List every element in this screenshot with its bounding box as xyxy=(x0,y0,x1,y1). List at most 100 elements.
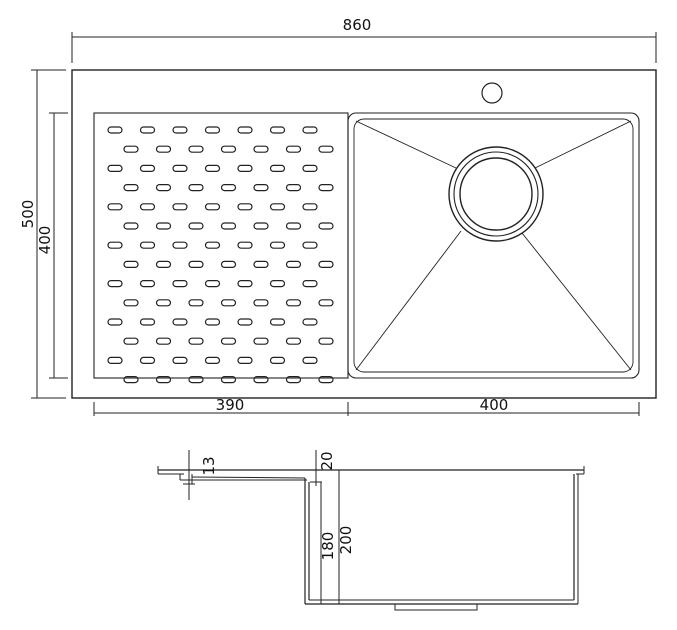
drainer-slot xyxy=(220,260,237,268)
drainer-slot xyxy=(269,318,286,326)
drainer-slot xyxy=(204,241,221,249)
drainer-slot xyxy=(155,299,172,307)
tap-hole xyxy=(481,82,503,104)
drainer-slot xyxy=(107,203,123,211)
drainer-slot xyxy=(188,222,204,230)
dim-label-500: 500 xyxy=(19,200,37,229)
drainer-slot xyxy=(318,222,334,230)
drainer-slot xyxy=(220,145,237,153)
drainer-slot xyxy=(237,241,253,249)
drainer-slot xyxy=(253,145,269,153)
drain-ring xyxy=(453,151,539,237)
drainer-slot xyxy=(123,337,139,345)
drainer-slot xyxy=(139,318,156,326)
drainer-slot xyxy=(172,356,188,364)
drainer-slot xyxy=(139,203,156,211)
drainer-slot xyxy=(220,337,237,345)
drainer-slot xyxy=(123,260,139,268)
drainer-slot xyxy=(220,299,237,307)
drainer-slot xyxy=(302,203,318,211)
drainer-slot xyxy=(139,280,156,288)
drainer-slot xyxy=(188,337,204,345)
bowl-slope-line xyxy=(355,120,457,169)
drainer-slot xyxy=(123,376,139,384)
drainer-slot xyxy=(188,145,204,153)
drainer-slot xyxy=(188,299,204,307)
drainer-slot xyxy=(155,145,172,153)
drainer-slot xyxy=(237,318,253,326)
drainer-slot xyxy=(302,164,318,172)
drainer-slot xyxy=(220,222,237,230)
drainer-slot xyxy=(107,280,123,288)
drainer-slot xyxy=(318,260,334,268)
drainer-slot xyxy=(123,145,139,153)
dimension-depth-200: 200 xyxy=(337,470,355,604)
dim-label-390: 390 xyxy=(216,396,245,414)
dimension-bowl-rim: 20 xyxy=(310,450,336,486)
drainer-slot xyxy=(318,376,334,384)
bowl-slope-line xyxy=(355,230,462,371)
drainer-slot xyxy=(285,184,302,192)
dimension-bowl-width: 400 xyxy=(348,396,640,416)
dim-label-13: 13 xyxy=(200,456,218,475)
drainer-slot xyxy=(285,299,302,307)
drainer-slot xyxy=(253,260,269,268)
drainer-slot xyxy=(237,280,253,288)
drainer-slot xyxy=(237,126,253,134)
drainer-slot xyxy=(269,164,286,172)
drainer-slot xyxy=(172,126,188,134)
drainer-slot xyxy=(220,376,237,384)
dim-label-200: 200 xyxy=(337,526,355,555)
bowl-slope-line xyxy=(521,232,632,371)
dimension-rim-height: 13 xyxy=(183,450,218,500)
drainer-slot xyxy=(302,318,318,326)
dim-label-180: 180 xyxy=(319,532,337,561)
drainer-slot xyxy=(107,318,123,326)
drainer-slot xyxy=(139,164,156,172)
drainer-slot xyxy=(188,376,204,384)
dim-label-400-vertical: 400 xyxy=(36,226,54,255)
drainer-slot xyxy=(172,203,188,211)
drainer-slot xyxy=(269,203,286,211)
drainer-slot xyxy=(139,126,156,134)
drainer-slot xyxy=(318,337,334,345)
drainer-slot xyxy=(318,145,334,153)
drainer-slot xyxy=(172,318,188,326)
drainer-slot xyxy=(285,376,302,384)
drainer-slot xyxy=(269,126,286,134)
dim-label-400-horizontal: 400 xyxy=(480,396,509,414)
drainer-slot xyxy=(204,280,221,288)
dim-label-860: 860 xyxy=(343,16,372,34)
drainer-slot xyxy=(220,184,237,192)
drainer-slot xyxy=(253,299,269,307)
drainer-slot xyxy=(172,164,188,172)
section-view: 13 20 180 200 xyxy=(157,450,585,611)
sink-outline xyxy=(71,69,657,399)
drainer-slot xyxy=(318,184,334,192)
drainer-slot xyxy=(285,145,302,153)
drainer-slot xyxy=(107,164,123,172)
drainer-slot xyxy=(302,356,318,364)
drainer-slot xyxy=(123,184,139,192)
dimension-overall-depth: 500 xyxy=(19,69,66,399)
drainer-slot xyxy=(155,337,172,345)
drainer-slot xyxy=(253,337,269,345)
drainer-slot xyxy=(139,356,156,364)
drainer-slot xyxy=(253,376,269,384)
drainer-slot xyxy=(302,126,318,134)
drainer-slot xyxy=(188,260,204,268)
drainer-slot xyxy=(155,184,172,192)
drainer-slot xyxy=(172,241,188,249)
dimension-inner-depth: 400 xyxy=(36,112,68,379)
dim-label-20: 20 xyxy=(318,451,336,470)
drainer-slot xyxy=(253,222,269,230)
drainer-slot xyxy=(253,184,269,192)
drainer-slot xyxy=(204,203,221,211)
section-drain xyxy=(394,603,478,611)
drainer-slot xyxy=(302,280,318,288)
drainer-slot xyxy=(155,376,172,384)
drainer-slot xyxy=(204,126,221,134)
drainer-slots xyxy=(107,126,334,384)
drainer-slot xyxy=(155,222,172,230)
